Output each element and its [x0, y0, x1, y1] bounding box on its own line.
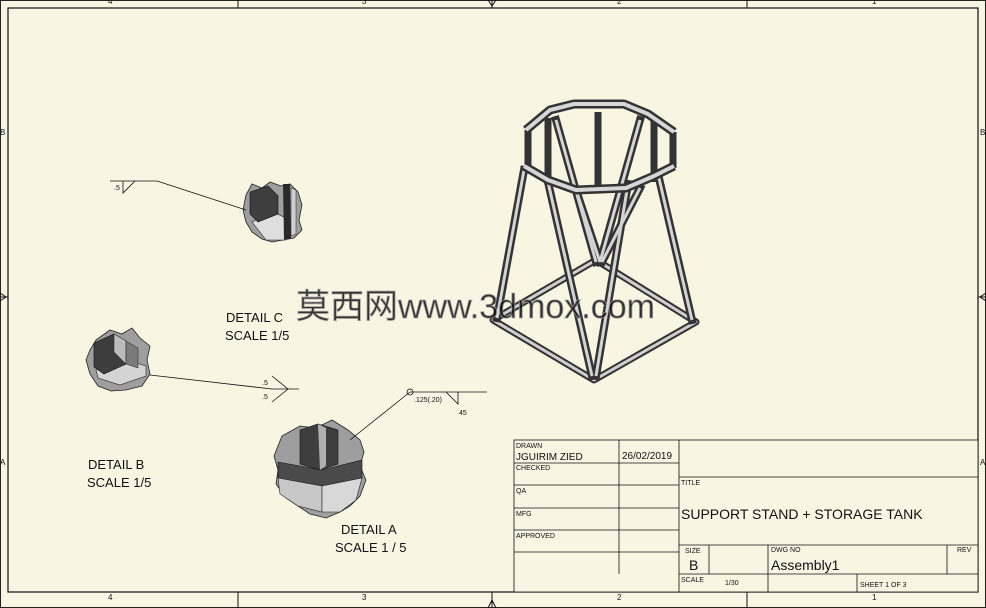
drawn-by: JGUIRIM ZIED — [516, 452, 583, 463]
watermark: 莫西网www.3dmox.com — [296, 288, 655, 326]
title-label: TITLE — [681, 480, 700, 487]
zone-bottom-2: 2 — [617, 593, 622, 602]
detail-b-title: DETAIL B — [88, 457, 144, 472]
detail-c-title: DETAIL C — [226, 310, 283, 325]
zone-top-2: 2 — [617, 0, 622, 6]
support-stand-isometric — [489, 99, 700, 384]
zone-bottom-3: 3 — [362, 593, 367, 602]
weld-symbol-c — [110, 180, 247, 211]
weld-angle-a: 45 — [459, 410, 467, 417]
approved-label: APPROVED — [516, 533, 555, 540]
drawing-title: SUPPORT STAND + STORAGE TANK — [681, 506, 923, 522]
weld-symbol-b — [149, 374, 299, 403]
detail-c-view — [242, 181, 303, 243]
size-value: B — [689, 557, 698, 573]
zone-top-3: 3 — [362, 0, 367, 6]
weld-symbol-a — [349, 388, 487, 441]
sheet-number: SHEET 1 OF 3 — [860, 582, 907, 589]
weld-size-c: .5 — [114, 185, 120, 192]
detail-b-scale: SCALE 1/5 — [87, 475, 151, 490]
title-block — [513, 439, 979, 593]
detail-a-view — [273, 419, 367, 519]
dwg-no-label: DWG NO — [771, 547, 801, 554]
detail-c-scale: SCALE 1/5 — [225, 328, 289, 343]
weld-size-b-top: .5 — [262, 380, 268, 387]
detail-a-scale: SCALE 1 / 5 — [335, 540, 407, 555]
mfg-label: MFG — [516, 511, 532, 518]
weld-size-a: .125(.20) — [414, 397, 442, 404]
zone-top-1: 1 — [872, 0, 877, 6]
inner-border — [7, 7, 979, 593]
zone-left-b: B — [0, 128, 5, 137]
zone-left-a: A — [0, 458, 6, 467]
dwg-no-value: Assembly1 — [771, 557, 840, 573]
size-label: SIZE — [685, 548, 701, 555]
drawn-label: DRAWN — [516, 443, 542, 450]
zone-top-4: 4 — [108, 0, 113, 6]
detail-a-title: DETAIL A — [341, 522, 397, 537]
scale-value: 1/30 — [725, 580, 739, 587]
zone-right-a: A — [980, 458, 986, 467]
zone-bottom-4: 4 — [108, 593, 113, 602]
weld-size-b-bottom: .5 — [262, 394, 268, 401]
scale-label: SCALE — [681, 577, 704, 584]
zone-bottom-1: 1 — [872, 593, 877, 602]
rev-label: REV — [957, 547, 972, 554]
detail-b-view — [85, 327, 151, 392]
drawn-date: 26/02/2019 — [622, 451, 672, 462]
zone-right-b: B — [980, 128, 985, 137]
checked-label: CHECKED — [516, 465, 550, 472]
qa-label: QA — [516, 488, 526, 495]
